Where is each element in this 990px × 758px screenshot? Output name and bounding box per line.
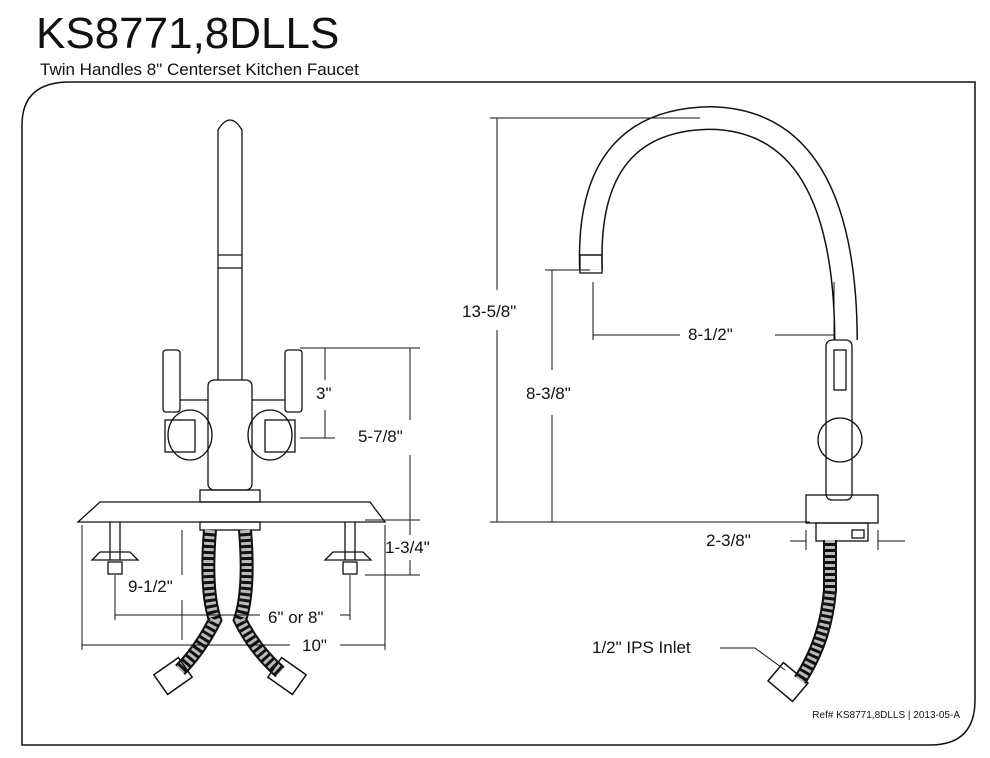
front-dimension-lines: [81, 347, 420, 650]
dim-overall-height: 13-5/8": [462, 302, 517, 321]
dim-plate-width: 10": [302, 636, 327, 655]
dim-centers: 6" or 8": [268, 608, 324, 627]
side-faucet: [578, 105, 879, 703]
dim-hose-length: 9-1/2": [128, 577, 173, 596]
dim-handle-height: 3": [316, 384, 332, 403]
drawing-frame: [21, 81, 976, 746]
front-faucet: [76, 119, 387, 696]
dim-base-diameter: 2-3/8": [706, 531, 751, 550]
dim-deck-thickness: 1-3/4": [385, 538, 430, 557]
dim-body-height: 5-7/8": [358, 427, 403, 446]
dim-spout-reach: 8-1/2": [688, 325, 733, 344]
dim-spout-clearance: 8-3/8": [526, 384, 571, 403]
inlet-label: 1/2" IPS Inlet: [592, 638, 691, 657]
model-number-title: KS8771,8DLLS: [36, 9, 340, 58]
product-subtitle: Twin Handles 8" Centerset Kitchen Faucet: [40, 60, 359, 79]
reference-number: Ref# KS8771,8DLLS | 2013-05-A: [812, 710, 960, 721]
side-dimension-lines: [490, 117, 905, 671]
